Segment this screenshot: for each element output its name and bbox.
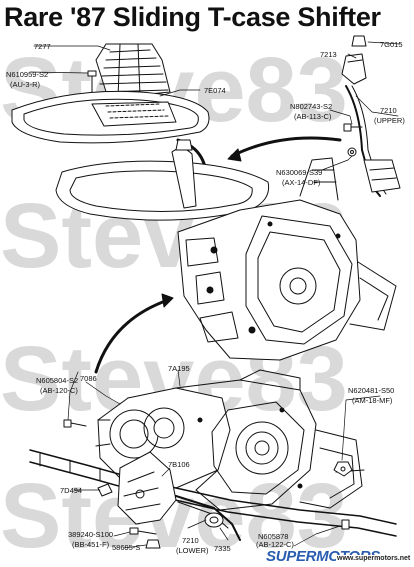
bushing-7335 bbox=[204, 512, 224, 528]
label-7a195: 7A195 bbox=[168, 364, 190, 373]
label-7213: 7213 bbox=[320, 50, 337, 59]
screw-n610959 bbox=[87, 70, 97, 93]
label-n802743: N802743-S2 bbox=[290, 102, 333, 111]
label-7277: 7277 bbox=[34, 42, 51, 51]
label-n610959: N610959-S2 bbox=[6, 70, 49, 79]
label-7d494: 7D494 bbox=[60, 486, 83, 495]
shift-boot-7277 bbox=[95, 43, 171, 99]
label-n620481-sub: (AM-18-MF) bbox=[352, 396, 393, 405]
arrow-lever-to-floor bbox=[227, 136, 342, 162]
part-7d494 bbox=[97, 483, 113, 497]
label-7b106: 7B106 bbox=[168, 460, 190, 469]
shift-lever-upper-7210 bbox=[345, 85, 401, 197]
label-n620481: N620481-S50 bbox=[348, 386, 395, 395]
label-7g015: 7G015 bbox=[380, 40, 403, 49]
label-n605804: N605804-S2 bbox=[36, 376, 79, 385]
label-389240: 389240-S100 bbox=[68, 530, 114, 539]
label-n802743-sub: (AB-113-C) bbox=[294, 112, 332, 121]
bolt-n802743 bbox=[343, 123, 363, 132]
label-58695: 58695-S bbox=[112, 543, 141, 552]
arrow-transfer-to-trans bbox=[94, 293, 174, 374]
screw-58695 bbox=[145, 539, 161, 549]
nut-n630069 bbox=[347, 147, 357, 157]
label-7335: 7335 bbox=[214, 544, 231, 553]
label-n610959-sub: (AU-3-R) bbox=[10, 80, 40, 89]
label-7210-lower-sub: (LOWER) bbox=[176, 546, 209, 555]
label-7210-upper: 7210 bbox=[380, 106, 397, 115]
floor-tunnel bbox=[55, 139, 270, 221]
footer-url[interactable]: www.supermotors.net bbox=[336, 555, 412, 562]
label-7e074: 7E074 bbox=[204, 86, 226, 95]
bolt-n605804 bbox=[63, 419, 87, 428]
transmission-case bbox=[177, 157, 397, 361]
label-389240-sub: (BB-451-F) bbox=[72, 540, 110, 549]
leader-lines bbox=[29, 41, 401, 549]
bracket-7b106 bbox=[117, 451, 177, 525]
bolt-389240 bbox=[129, 527, 157, 535]
floor-plate-7e074 bbox=[11, 90, 210, 144]
crossmember bbox=[29, 449, 397, 537]
label-n630069-sub: (AX-14-DF) bbox=[282, 178, 321, 187]
label-7210-lower: 7210 bbox=[182, 536, 199, 545]
page-title: Rare '87 Sliding T-case Shifter bbox=[4, 2, 381, 32]
label-n630069: N630069-S39 bbox=[276, 168, 323, 177]
label-n605878-sub: (AB-122-C) bbox=[256, 540, 294, 549]
shift-knob-7213 bbox=[341, 35, 367, 85]
nut-n620481 bbox=[333, 461, 353, 477]
label-n605804-sub: (AB-120-C) bbox=[40, 386, 78, 395]
footer-brand: SUPERMOTORS www.supermotors.net bbox=[266, 548, 414, 565]
label-n605878: N605878 bbox=[258, 532, 289, 541]
clip-n605878 bbox=[341, 519, 350, 530]
label-7210-upper-sub: (UPPER) bbox=[374, 116, 405, 125]
label-7086: 7086 bbox=[80, 374, 97, 383]
